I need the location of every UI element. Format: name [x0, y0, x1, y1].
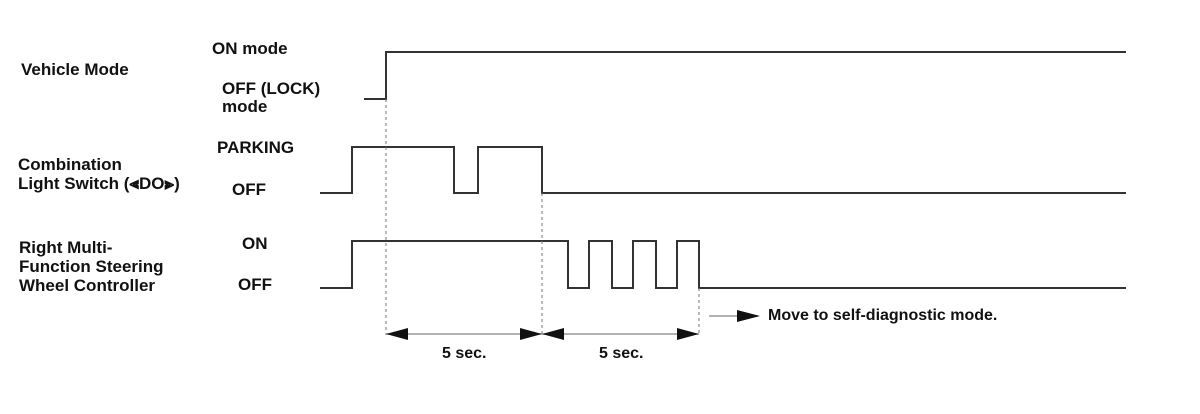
steering-controller-label-line2: Function Steering: [19, 257, 164, 276]
steering-controller-label-line3: Wheel Controller: [19, 276, 156, 295]
steering-controller-waveform: [320, 240, 1126, 289]
interval2-label: 5 sec.: [599, 345, 644, 362]
combination-switch-label: Combination Light Switch (⫷DO⫸): [18, 155, 180, 193]
vehicle-mode-on-label: ON mode: [212, 39, 288, 58]
combination-switch-off-label: OFF: [232, 180, 266, 199]
interval2-left-arrowhead: [542, 328, 564, 340]
vehicle-mode-waveform: [364, 51, 1126, 100]
result-arrowhead: [737, 310, 760, 322]
vehicle-mode-label: Vehicle Mode: [21, 60, 129, 79]
interval1-right-arrowhead: [520, 328, 542, 340]
combination-switch-label-line2: Light Switch (⫷DO⫸): [18, 174, 180, 193]
combination-switch-waveform: [320, 146, 1126, 194]
steering-controller-off-label: OFF: [238, 275, 272, 294]
self-diagnostic-result-text: Move to self-diagnostic mode.: [768, 307, 998, 324]
steering-controller-label: Right Multi- Function Steering Wheel Con…: [19, 238, 164, 295]
combination-switch-label-line1: Combination: [18, 155, 122, 174]
vehicle-mode-off-label-line1: OFF (LOCK): [222, 79, 321, 98]
interval1-label: 5 sec.: [442, 345, 487, 362]
combination-switch-parking-label: PARKING: [217, 138, 295, 157]
vehicle-mode-off-label-line2: mode: [222, 97, 268, 116]
interval1-left-arrowhead: [386, 328, 408, 340]
interval2-right-arrowhead: [677, 328, 699, 340]
steering-controller-label-line1: Right Multi-: [19, 238, 113, 257]
steering-controller-on-label: ON: [242, 234, 268, 253]
vehicle-mode-off-label: OFF (LOCK) mode: [222, 80, 320, 116]
